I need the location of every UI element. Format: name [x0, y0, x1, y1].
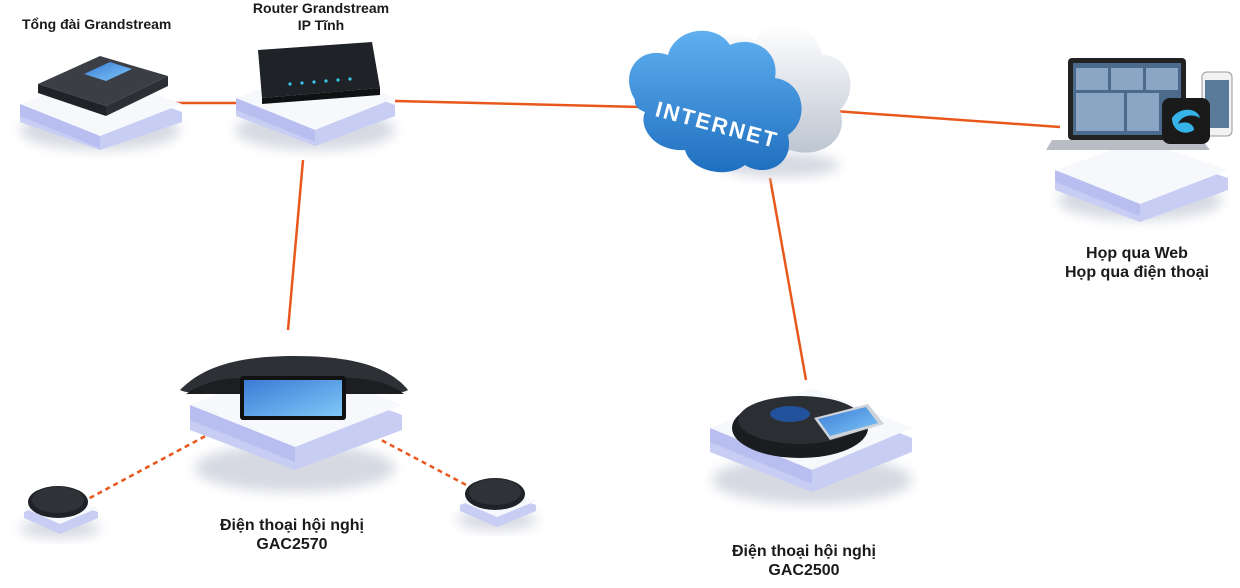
router-label: Router Grandstream IP Tĩnh	[243, 0, 399, 34]
link-gac2570-mic-left	[85, 430, 214, 502]
gac2570-node	[180, 356, 408, 492]
web-meeting-node	[1046, 58, 1233, 222]
gac2570-label: Điện thoại hội nghị GAC2570	[196, 516, 388, 554]
pbx-label: Tổng đài Grandstream	[22, 16, 171, 33]
gac2570-label-line2: GAC2570	[256, 536, 328, 554]
gac2500-label-line2: GAC2500	[768, 562, 840, 580]
web-meeting-label-line1: Họp qua Web	[1086, 245, 1188, 262]
web-meeting-label: Họp qua Web Họp qua điện thoại	[1046, 244, 1228, 282]
gac2570-label-line1: Điện thoại hội nghị	[220, 517, 364, 534]
link-gac2570-mic-right	[365, 430, 473, 490]
web-meeting-label-line2: Họp qua điện thoại	[1065, 264, 1209, 282]
pbx-node	[20, 56, 182, 150]
gac2500-label: Điện thoại hội nghị GAC2500	[708, 542, 900, 580]
internet-cloud: INTERNET	[629, 24, 851, 177]
gac2570-mic-right	[457, 478, 537, 530]
router-label-line2: IP Tĩnh	[297, 16, 345, 33]
gac2500-label-line1: Điện thoại hội nghị	[732, 543, 876, 560]
link-router-internet	[394, 99, 641, 109]
link-internet-web	[819, 108, 1061, 129]
gac2500-node	[710, 388, 912, 504]
connection-lines	[85, 99, 1061, 502]
router-node	[235, 42, 395, 150]
router-label-line1: Router Grandstream	[252, 0, 390, 16]
link-router-gac2570	[286, 159, 305, 331]
gac2570-mic-left	[20, 486, 100, 538]
pbx-label-text: Tổng đài Grandstream	[22, 16, 172, 32]
grandstream-app-icon	[1162, 98, 1210, 144]
link-internet-gac2500	[768, 177, 808, 381]
